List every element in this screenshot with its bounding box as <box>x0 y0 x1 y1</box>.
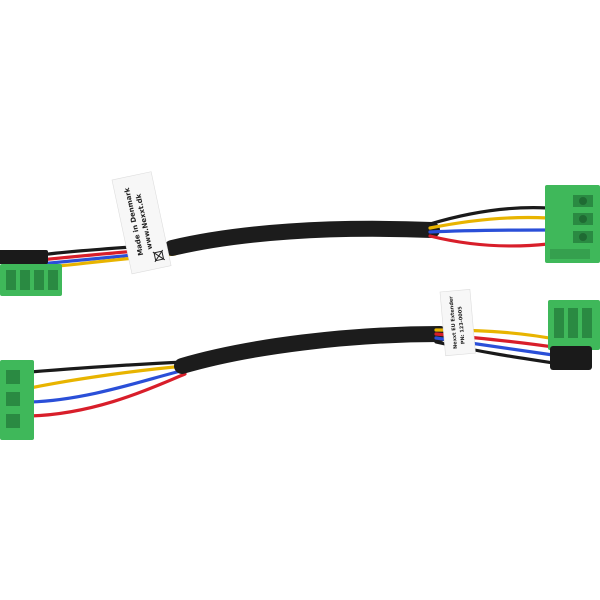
cable-top: Made in Denmark www.Nexxt.dk <box>0 171 600 296</box>
bottom-label: Nexxt EU Extender PN: 123-0005 <box>439 289 476 357</box>
top-right-connector <box>545 185 600 263</box>
bottom-label-line-1: Nexxt EU Extender <box>448 295 459 349</box>
top-sleeve <box>164 220 440 256</box>
top-label: Made in Denmark www.Nexxt.dk <box>111 171 172 275</box>
bottom-left-connector <box>0 360 34 440</box>
cable-bottom: Nexxt EU Extender PN: 123-0005 <box>0 289 600 440</box>
weee-bin-icon <box>152 249 166 263</box>
top-left-connector <box>0 250 62 296</box>
top-right-wires <box>428 206 550 248</box>
bottom-label-line-2: PN: 123-0005 <box>457 305 466 344</box>
bottom-sleeve <box>174 326 448 374</box>
bottom-left-wires <box>28 360 187 418</box>
bottom-right-connector <box>548 300 600 370</box>
